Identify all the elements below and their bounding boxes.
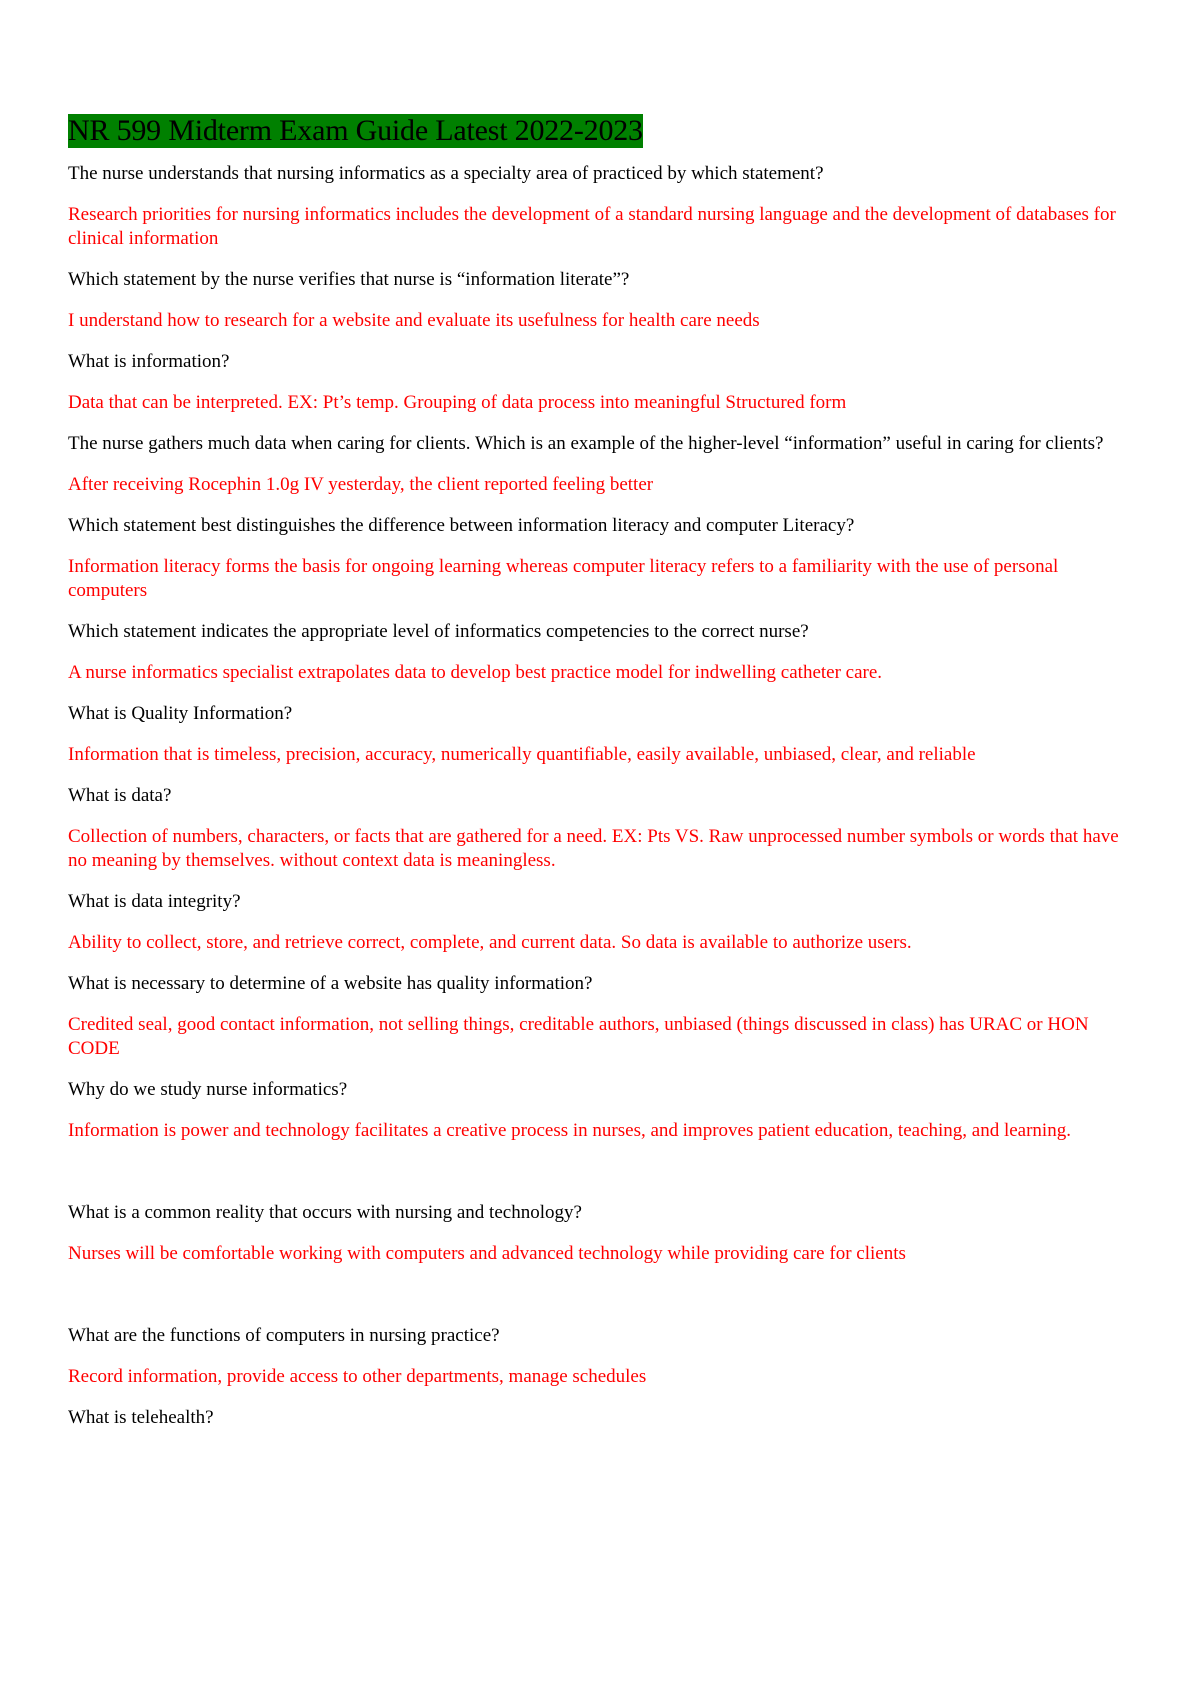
qa-item-9: What is data integrity? Ability to colle…: [68, 890, 1128, 955]
question-text: What is information?: [68, 351, 230, 372]
qa-item-7: What is Quality Information? Information…: [68, 702, 1128, 767]
question-text: Which statement by the nurse verifies th…: [68, 269, 630, 290]
answer-text: Data that can be interpreted. EX: Pt’s t…: [68, 392, 847, 413]
question-text: Why do we study nurse informatics?: [68, 1079, 348, 1100]
qa-item-11: Why do we study nurse informatics? Infor…: [68, 1078, 1128, 1143]
answer-text: A nurse informatics specialist extrapola…: [68, 662, 883, 683]
question-text: What is data?: [68, 785, 172, 806]
answer-text: Record information, provide access to ot…: [68, 1366, 647, 1387]
answer-text: Ability to collect, store, and retrieve …: [68, 932, 912, 953]
qa-item-4: The nurse gathers much data when caring …: [68, 432, 1128, 497]
answer-text: Research priorities for nursing informat…: [68, 204, 1116, 249]
answer-text: I understand how to research for a websi…: [68, 310, 760, 331]
qa-item-6: Which statement indicates the appropriat…: [68, 620, 1128, 685]
qa-item-13: What are the functions of computers in n…: [68, 1324, 1128, 1389]
question-text: Which statement indicates the appropriat…: [68, 621, 809, 642]
document-page: NR 599 Midterm Exam Guide Latest 2022-20…: [68, 114, 1128, 1430]
qa-item-10: What is necessary to determine of a webs…: [68, 972, 1128, 1061]
question-text: What is data integrity?: [68, 891, 241, 912]
answer-text: Information literacy forms the basis for…: [68, 556, 1059, 601]
document-title: NR 599 Midterm Exam Guide Latest 2022-20…: [68, 114, 643, 148]
question-text: The nurse gathers much data when caring …: [68, 433, 1104, 454]
answer-text: Credited seal, good contact information,…: [68, 1014, 1089, 1059]
answer-text: Collection of numbers, characters, or fa…: [68, 826, 1119, 871]
qa-item-8: What is data? Collection of numbers, cha…: [68, 784, 1128, 873]
qa-item-1: The nurse understands that nursing infor…: [68, 162, 1128, 251]
question-text: What is Quality Information?: [68, 703, 293, 724]
question-text: Which statement best distinguishes the d…: [68, 515, 855, 536]
qa-item-5: Which statement best distinguishes the d…: [68, 514, 1128, 603]
qa-item-3: What is information? Data that can be in…: [68, 350, 1128, 415]
question-text: What are the functions of computers in n…: [68, 1325, 500, 1346]
qa-item-14: What is telehealth?: [68, 1406, 1128, 1430]
question-text: What is necessary to determine of a webs…: [68, 973, 593, 994]
answer-text: Information that is timeless, precision,…: [68, 744, 976, 765]
question-text: What is a common reality that occurs wit…: [68, 1202, 582, 1223]
answer-text: After receiving Rocephin 1.0g IV yesterd…: [68, 474, 654, 495]
question-text: The nurse understands that nursing infor…: [68, 163, 824, 184]
answer-text: Nurses will be comfortable working with …: [68, 1243, 906, 1264]
qa-item-2: Which statement by the nurse verifies th…: [68, 268, 1128, 333]
answer-text: Information is power and technology faci…: [68, 1120, 1071, 1141]
qa-item-12: What is a common reality that occurs wit…: [68, 1201, 1128, 1266]
question-text: What is telehealth?: [68, 1407, 214, 1428]
